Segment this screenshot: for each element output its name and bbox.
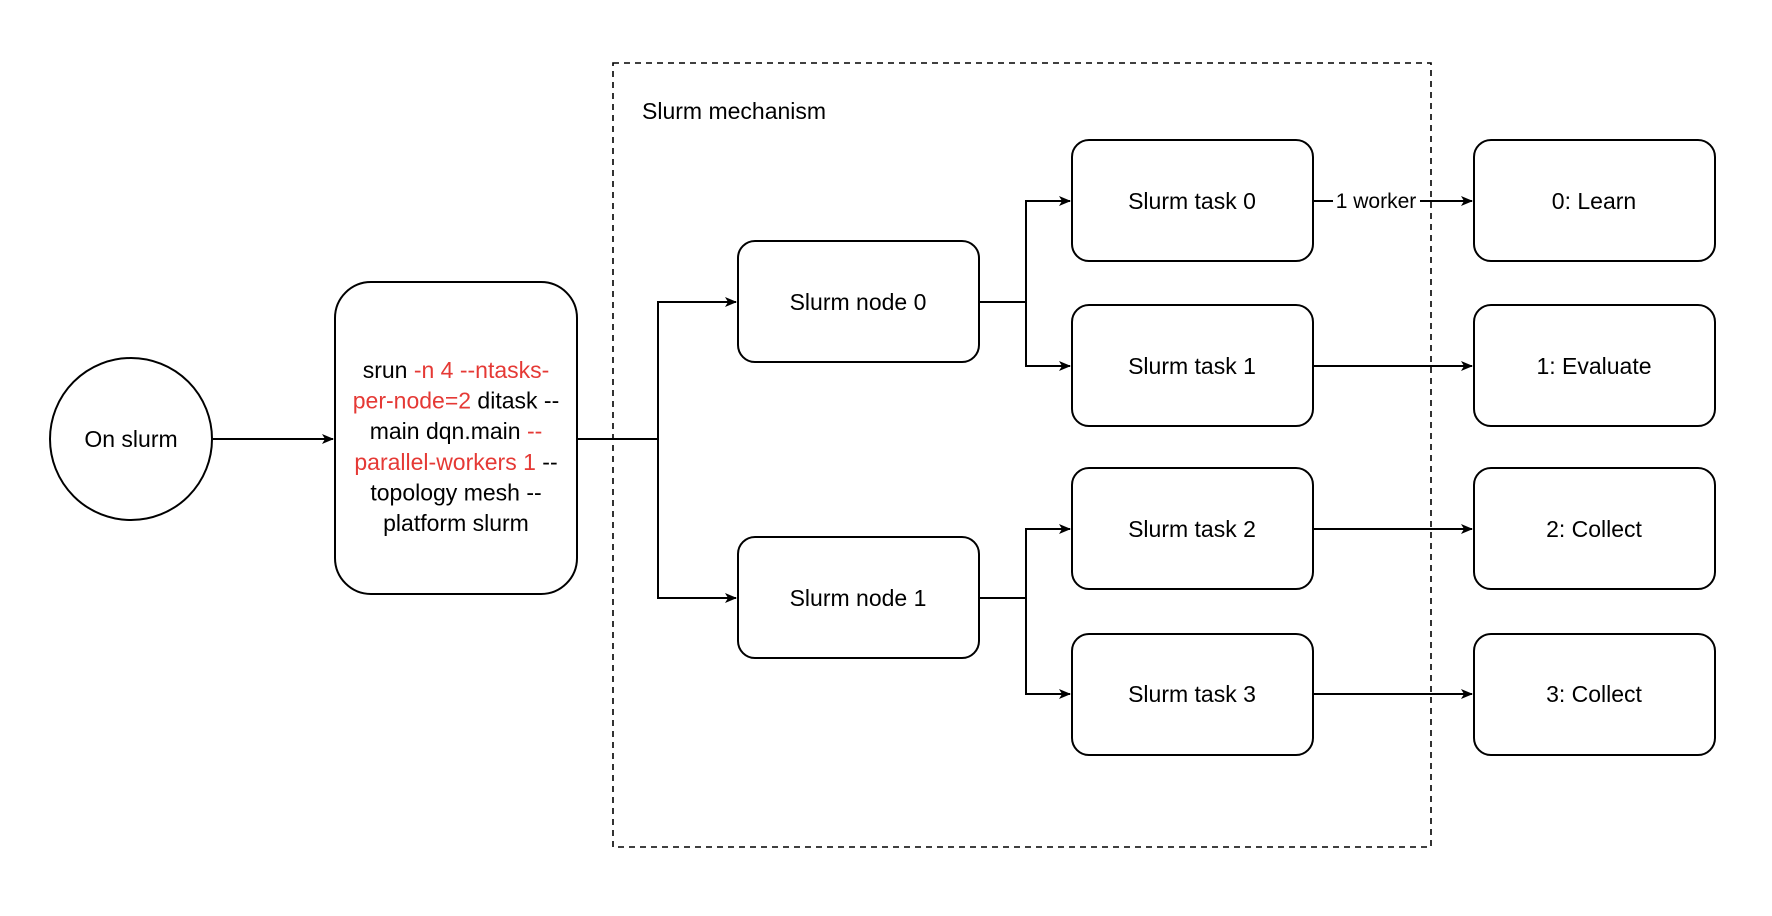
slurm-task-0: Slurm task 0 xyxy=(1071,139,1314,262)
edge-node0-to-task0 xyxy=(1025,196,1071,302)
command-text-segment: -n 4 --ntasks- xyxy=(414,357,549,383)
start-node-label: On slurm xyxy=(84,426,177,452)
edge-command-to-node1 xyxy=(657,439,737,603)
slurm-node-1: Slurm node 1 xyxy=(737,536,980,659)
command-text-segment: topology mesh -- xyxy=(370,479,541,505)
worker-2-collect: 2: Collect xyxy=(1473,467,1716,590)
worker-0-learn: 0: Learn xyxy=(1473,139,1716,262)
slurm-task-2: Slurm task 2 xyxy=(1071,467,1314,590)
command-text-segment: main dqn.main xyxy=(370,418,527,444)
slurm-mechanism-group xyxy=(612,62,1432,848)
slurm-task-2-label: Slurm task 2 xyxy=(1128,516,1256,542)
slurm-task-1-label: Slurm task 1 xyxy=(1128,353,1256,379)
slurm-task-0-label: Slurm task 0 xyxy=(1128,188,1256,214)
slurm-mechanism-label: Slurm mechanism xyxy=(642,98,826,124)
command-text-segment: srun xyxy=(363,357,414,383)
worker-1-evaluate: 1: Evaluate xyxy=(1473,304,1716,427)
command-box: srun -n 4 --ntasks-per-node=2 ditask -- m… xyxy=(334,281,578,595)
slurm-task-3-label: Slurm task 3 xyxy=(1128,681,1256,707)
command-text-segment: parallel-workers 1 xyxy=(354,449,536,475)
command-text-segment: ditask -- xyxy=(471,388,559,414)
edge-label-bg xyxy=(1333,188,1420,214)
edge-command-to-node0 xyxy=(657,297,737,439)
worker-0-label: 0: Learn xyxy=(1552,188,1636,214)
start-node: On slurm xyxy=(49,357,213,521)
command-text-segment: -- xyxy=(527,418,542,444)
worker-3-collect: 3: Collect xyxy=(1473,633,1716,756)
worker-3-label: 3: Collect xyxy=(1546,681,1642,707)
command-text-segment: platform slurm xyxy=(383,510,529,536)
edge-node0-to-task1 xyxy=(1025,302,1071,371)
command-text-segment: per-node=2 xyxy=(353,388,471,414)
slurm-node-1-label: Slurm node 1 xyxy=(790,585,927,611)
edge-node1-to-task2 xyxy=(1025,524,1071,598)
slurm-task-1: Slurm task 1 xyxy=(1071,304,1314,427)
edge-label-1-worker: 1 worker xyxy=(1336,190,1417,213)
worker-1-label: 1: Evaluate xyxy=(1536,353,1651,379)
worker-2-label: 2: Collect xyxy=(1546,516,1642,542)
slurm-node-0-label: Slurm node 0 xyxy=(790,289,927,315)
slurm-node-0: Slurm node 0 xyxy=(737,240,980,363)
slurm-task-3: Slurm task 3 xyxy=(1071,633,1314,756)
command-text-segment: -- xyxy=(536,449,558,475)
command-text: srun -n 4 --ntasks-per-node=2 ditask -- m… xyxy=(353,357,559,536)
edge-node1-to-task3 xyxy=(1025,598,1071,699)
